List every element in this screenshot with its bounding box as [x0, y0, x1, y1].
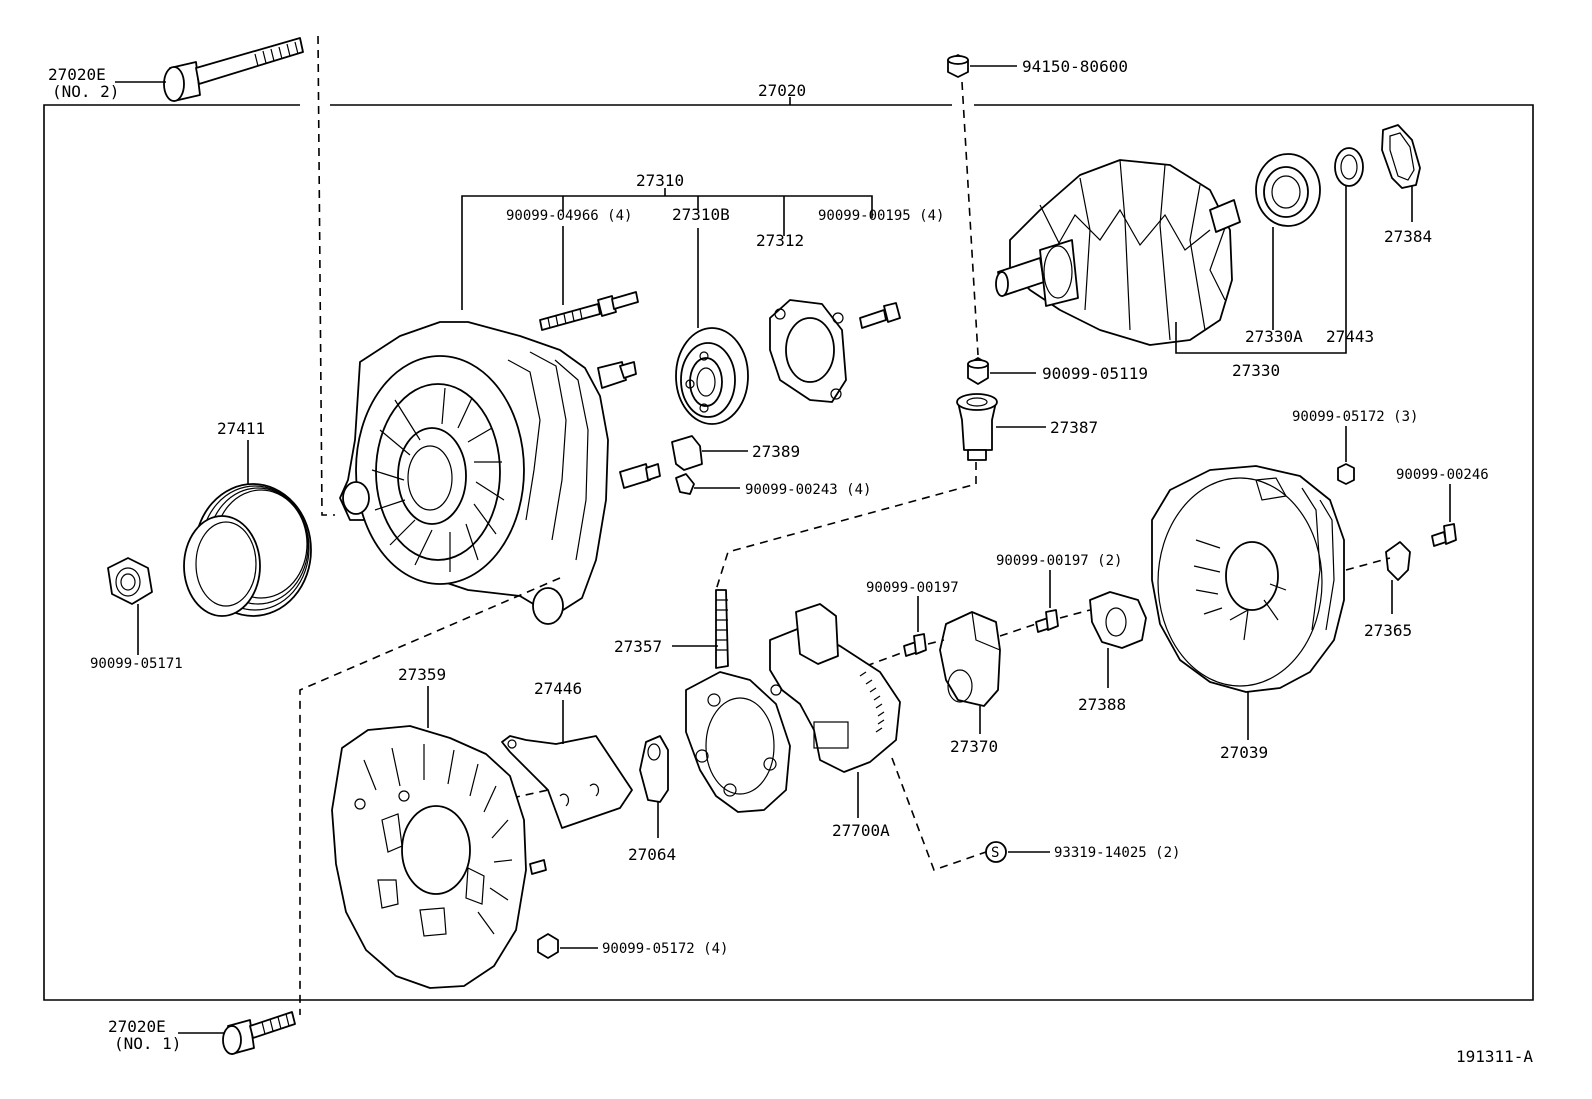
rear-end-cover-27039: [1151, 465, 1345, 693]
rear-cover-27359: [331, 725, 547, 989]
label-90099-00243: 90099-00243 (4): [745, 482, 871, 498]
label-90099-05171: 90099-05171: [90, 656, 183, 672]
label-27389: 27389: [752, 442, 800, 461]
holder-27388: [1089, 591, 1147, 649]
label-27039: 27039: [1220, 743, 1268, 762]
label-27384: 27384: [1384, 227, 1432, 246]
label-90099-04966: 90099-04966 (4): [506, 208, 632, 224]
bolt-27020e-no1: [222, 1011, 296, 1055]
nut-90099-05172-4: [537, 933, 559, 959]
label-93319-14025: 93319-14025 (2): [1054, 845, 1180, 861]
bolt-27020e-no2: [163, 37, 304, 102]
drive-end-frame: [339, 321, 661, 625]
pulley-27411: [183, 483, 312, 617]
retainer-plate-27312: [769, 299, 847, 403]
label-27443: 27443: [1326, 327, 1374, 346]
insulator-27365: [1385, 541, 1411, 581]
assembly-number-label: 27020: [758, 81, 806, 100]
screw-90099-00197: [903, 633, 927, 657]
screw-90099-00243: [675, 473, 695, 495]
nut-90099-05172-3: [1337, 463, 1355, 485]
nut-94150-80600: [947, 54, 969, 78]
ring-27443: [1334, 147, 1364, 187]
screw-90099-00246: [1431, 523, 1457, 547]
label-27312: 27312: [756, 231, 804, 250]
label-27064: 27064: [628, 845, 676, 864]
label-27387: 27387: [1050, 418, 1098, 437]
label-94150-80600: 94150-80600: [1022, 57, 1128, 76]
insulator-27389: [671, 435, 703, 471]
bearing-27330a: [1255, 153, 1321, 227]
label-90099-05172-4: 90099-05172 (4): [602, 941, 728, 957]
stud-90099-04966: [539, 226, 639, 331]
rectifier-holder-27357: [685, 589, 791, 813]
label-27365: 27365: [1364, 621, 1412, 640]
label-27330a: 27330A: [1245, 327, 1303, 346]
assembly-frame: 27020: [43, 81, 1534, 1001]
bearing-27310b: [675, 228, 749, 425]
label-27446: 27446: [534, 679, 582, 698]
label-27020e-no1-sub: (NO. 1): [114, 1034, 181, 1053]
label-90099-05119: 90099-05119: [1042, 364, 1148, 383]
label-90099-00246: 90099-00246: [1396, 467, 1489, 483]
special-part-symbol: S: [985, 841, 1007, 863]
label-27357: 27357: [614, 637, 662, 656]
label-90099-00195: 90099-00195 (4): [818, 208, 944, 224]
rotor-27330: [995, 159, 1241, 346]
nut-90099-05119: [967, 357, 989, 385]
regulator-27700a: [769, 603, 901, 773]
label-90099-00197-2: 90099-00197 (2): [996, 553, 1122, 569]
label-27310b: 27310B: [672, 205, 730, 224]
plate-27446: [501, 735, 633, 829]
cover-27384: [1381, 124, 1421, 189]
label-90099-00197: 90099-00197: [866, 580, 959, 596]
bracket-27310: 27310: [461, 171, 873, 310]
label-27388: 27388: [1078, 695, 1126, 714]
label-90099-05172-3: 90099-05172 (3): [1292, 409, 1418, 425]
label-27370: 27370: [950, 737, 998, 756]
label-27020e-no1: 27020E: [108, 1017, 166, 1036]
brush-holder-27370: [939, 611, 1001, 707]
special-part-letter: S: [991, 845, 999, 861]
bushing-27387: [956, 393, 998, 461]
label-27020e-no2-sub: (NO. 2): [52, 82, 119, 101]
insulator-27064: [639, 735, 669, 803]
label-27411: 27411: [217, 419, 265, 438]
label-27020e-no2: 27020E: [48, 65, 106, 84]
figure-code: 191311-A: [1456, 1047, 1533, 1066]
nut-90099-05171: [107, 557, 153, 605]
label-27310: 27310: [636, 171, 684, 190]
screw-90099-00197-2: [1035, 609, 1059, 633]
screw-90099-00195: [859, 302, 901, 329]
label-27330: 27330: [1232, 361, 1280, 380]
label-27359: 27359: [398, 665, 446, 684]
label-27700a: 27700A: [832, 821, 890, 840]
